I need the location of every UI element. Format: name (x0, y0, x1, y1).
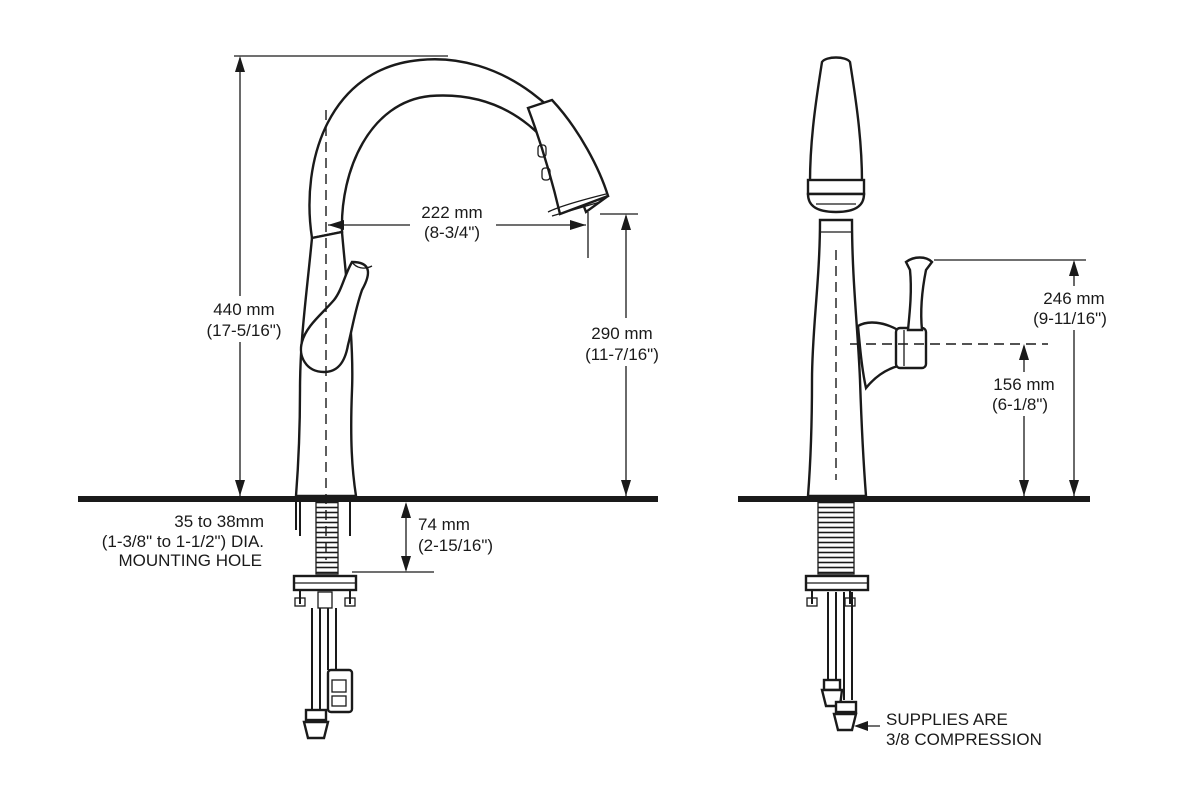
supply-hoses-front (302, 591, 354, 740)
supplies-leader (854, 721, 880, 731)
handle-lever-front (299, 260, 370, 374)
spray-head (526, 98, 610, 216)
spout-clearance-mm: 290 mm (591, 324, 652, 343)
handle-center-height-inch: (6-1/8") (992, 395, 1048, 414)
countertop-front (78, 496, 658, 502)
mounting-bolts-front (294, 590, 356, 607)
threaded-shank-side (817, 501, 855, 575)
dimension-handle-center-height (982, 344, 1066, 496)
dimension-spout-clearance (574, 213, 678, 496)
dimension-shank-length (352, 502, 434, 573)
mounting-hole-line2: (1-3/8" to 1-1/2") DIA. (102, 532, 264, 551)
supply-hoses-side (820, 592, 858, 732)
overall-height-mm: 440 mm (213, 300, 274, 319)
handle-side (856, 321, 900, 391)
spout-reach-inch: (8-3/4") (424, 223, 480, 242)
supplies-note-line2: 3/8 COMPRESSION (886, 730, 1042, 749)
handle-height-inch: (9-11/16") (1033, 309, 1107, 328)
countertop-side (738, 496, 1090, 502)
shank-length-mm: 74 mm (418, 515, 470, 534)
spout-reach-mm: 222 mm (421, 203, 482, 222)
side-view: 246 mm (9-11/16") 156 mm (6-1/8") SUPPLI… (738, 56, 1126, 749)
dimension-handle-height (934, 259, 1126, 496)
spray-head-side (808, 56, 864, 184)
dimension-overall-height (196, 55, 448, 496)
handle-height-mm: 246 mm (1043, 289, 1104, 308)
mounting-hole-line1: 35 to 38mm (174, 512, 264, 531)
faucet-body-side (806, 218, 868, 498)
mounting-bolts-side (806, 590, 856, 607)
supplies-note-line1: SUPPLIES ARE (886, 710, 1008, 729)
overall-height-inch: (17-5/16") (206, 321, 281, 340)
handle-center-height-mm: 156 mm (993, 375, 1054, 394)
dimension-spout-reach (328, 212, 589, 258)
front-view: 440 mm (17-5/16") 222 mm (8-3/4") 290 mm… (78, 55, 678, 740)
mounting-hole-line3: MOUNTING HOLE (118, 551, 262, 570)
shank-length-inch: (2-15/16") (418, 536, 493, 555)
threaded-shank-front (315, 501, 339, 575)
spout-clearance-inch: (11-7/16") (585, 345, 659, 364)
